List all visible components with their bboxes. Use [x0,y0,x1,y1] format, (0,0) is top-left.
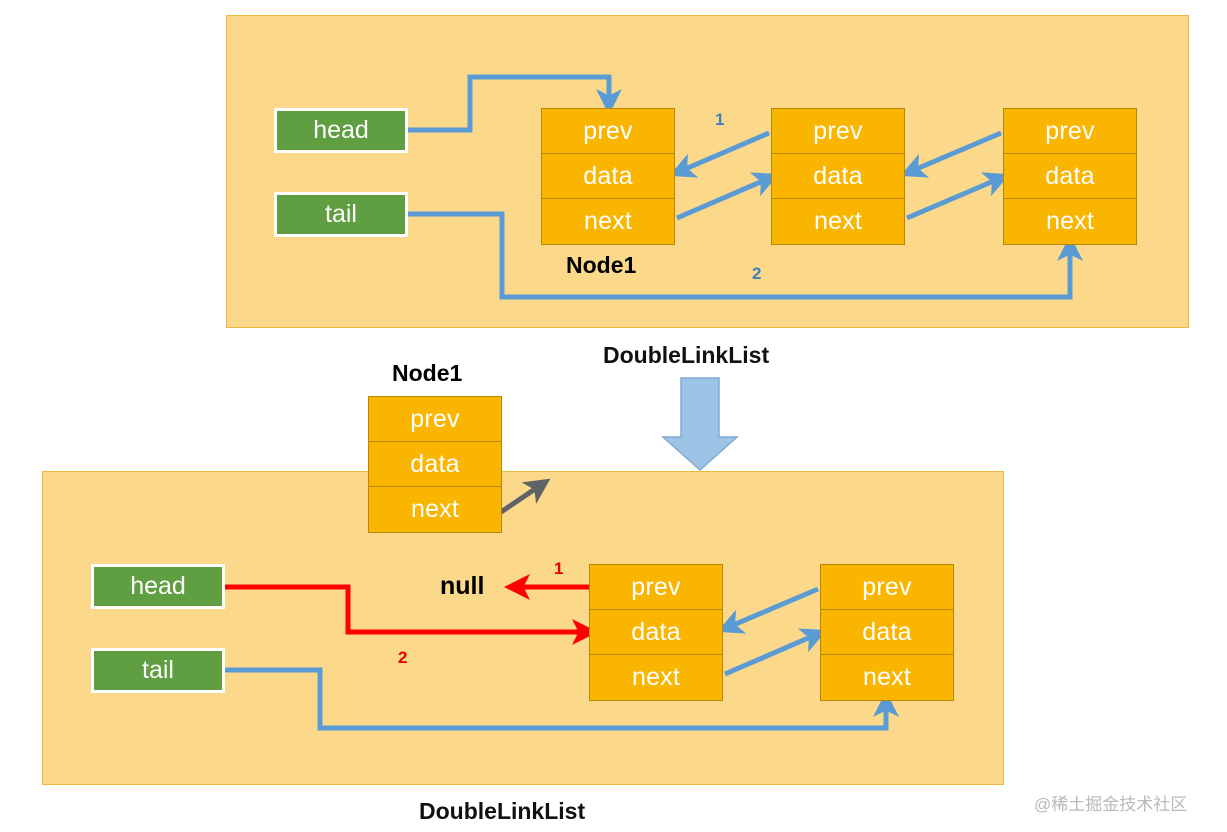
bottom-head-pointer-box[interactable]: head [91,564,225,609]
detached-node-next-cell: next [369,487,501,532]
bottom-node-1-data-cell: data [590,610,722,655]
top-step-2-number: 2 [752,264,762,283]
top-node-3[interactable]: prev data next [1003,108,1137,245]
top-node-2-next-cell: next [772,199,904,244]
bottom-panel-caption: DoubleLinkList [419,798,586,824]
top-node-1-next-cell: next [542,199,674,244]
top-head-pointer-box[interactable]: head [274,108,408,153]
top-node-3-next-cell: next [1004,199,1136,244]
top-node-1-prev-cell: prev [542,109,674,154]
top-node-2[interactable]: prev data next [771,108,905,245]
top-panel-caption: DoubleLinkList [603,342,770,368]
top-node-1[interactable]: prev data next [541,108,675,245]
bottom-step-1-number: 1 [554,559,564,578]
detached-node-prev-cell: prev [369,397,501,442]
null-label: null [440,572,485,600]
detached-node-data-cell: data [369,442,501,487]
bottom-node-1-prev-cell: prev [590,565,722,610]
top-node-3-data-cell: data [1004,154,1136,199]
watermark-text: @稀土掘金技术社区 [1034,795,1188,814]
top-tail-pointer-box[interactable]: tail [274,192,408,237]
bottom-step-2-number: 2 [398,648,408,667]
bottom-tail-pointer-box[interactable]: tail [91,648,225,693]
detached-node-1[interactable]: prev data next [368,396,502,533]
top-node-2-data-cell: data [772,154,904,199]
bottom-node-2-next-cell: next [821,655,953,700]
top-node-1-label: Node1 [566,252,637,278]
bottom-node-1-next-cell: next [590,655,722,700]
top-node-3-prev-cell: prev [1004,109,1136,154]
top-node-1-data-cell: data [542,154,674,199]
bottom-node-1[interactable]: prev data next [589,564,723,701]
top-node-2-prev-cell: prev [772,109,904,154]
bottom-node-2-data-cell: data [821,610,953,655]
bottom-node-2-prev-cell: prev [821,565,953,610]
bottom-node-2[interactable]: prev data next [820,564,954,701]
detached-node-label: Node1 [392,360,463,386]
transition-down-arrow [661,377,739,472]
top-step-1-number: 1 [715,110,725,129]
